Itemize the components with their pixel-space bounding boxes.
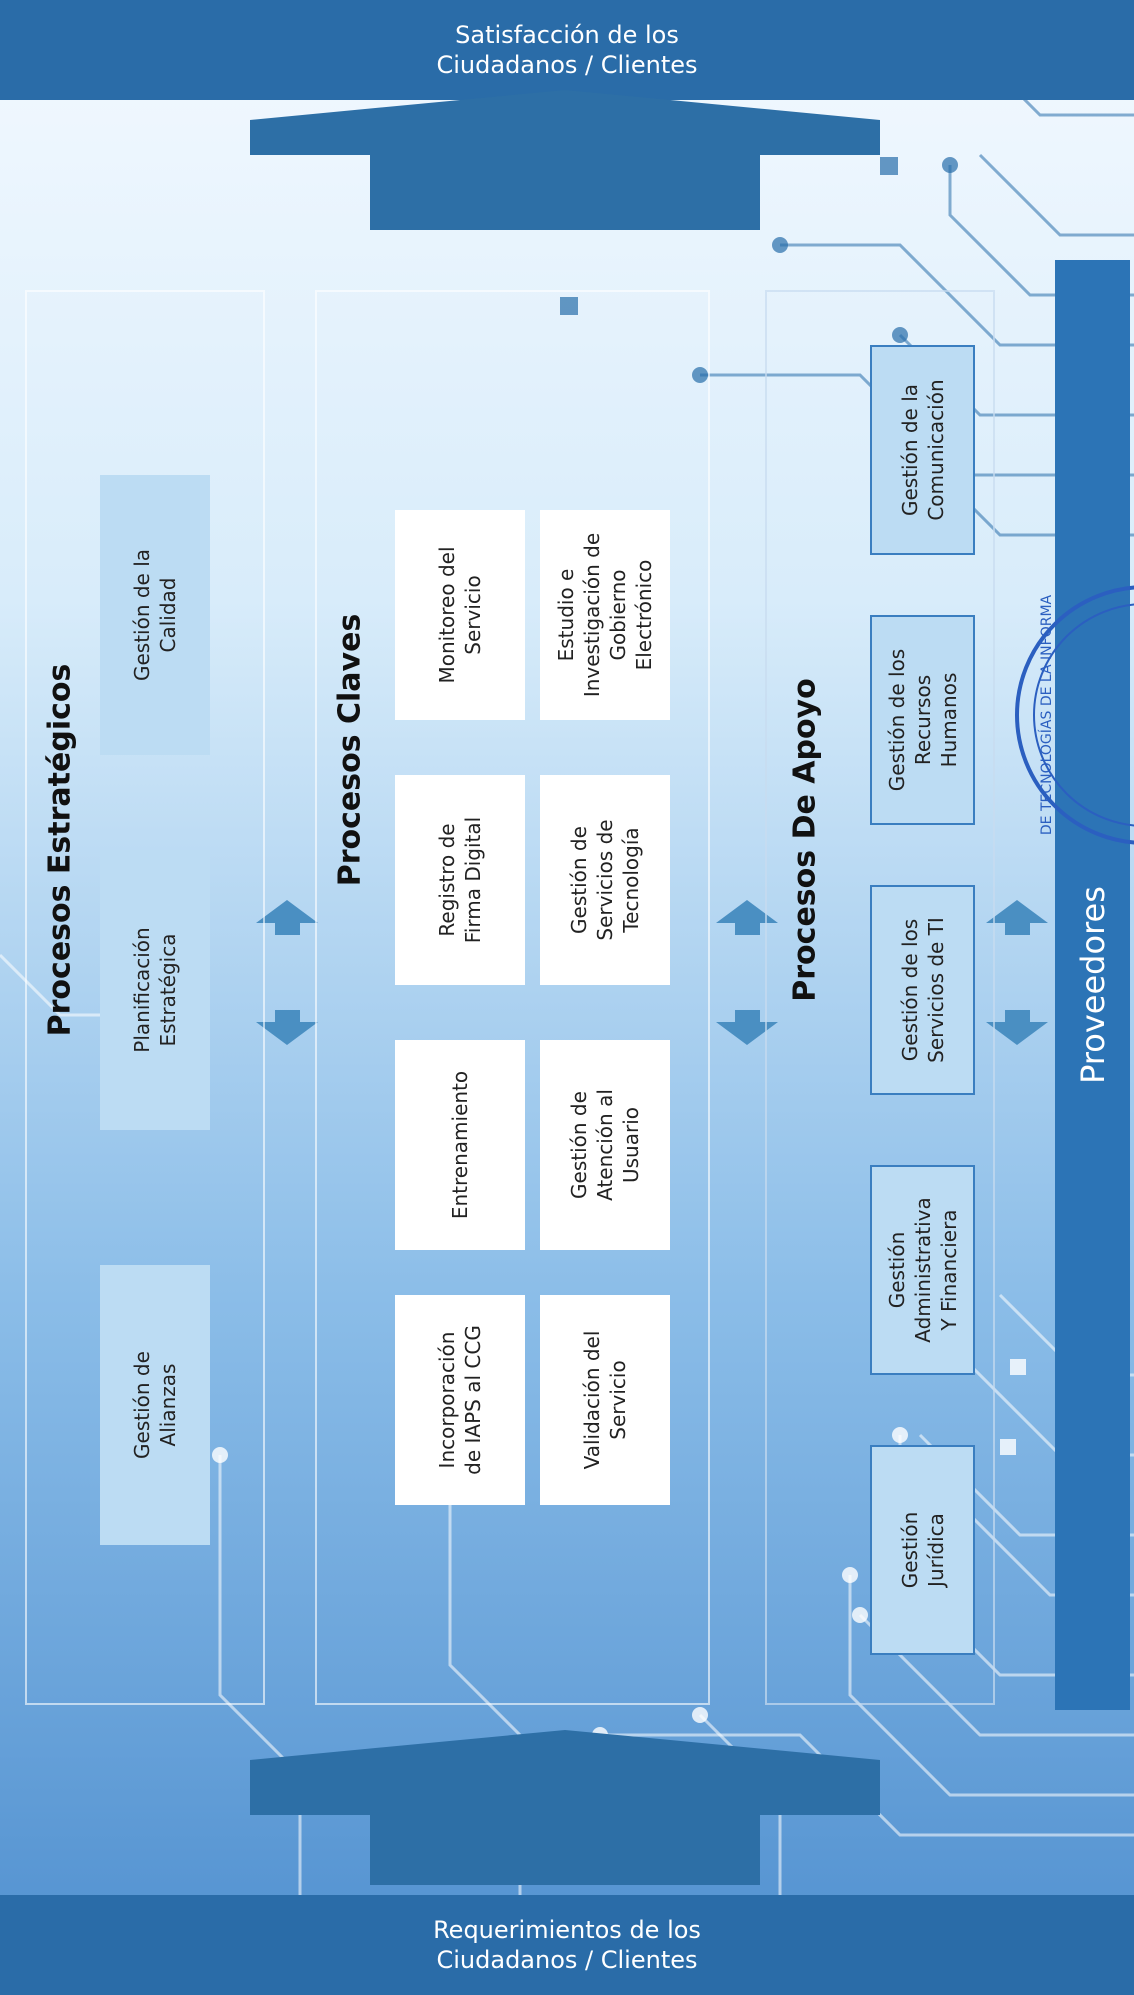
arrow-right-icon (716, 900, 778, 935)
arrow-left-icon (986, 1010, 1048, 1045)
arrow-left-icon (256, 1010, 318, 1045)
suppliers-label: Proveedores (1073, 886, 1112, 1084)
support-box-admin: Gestión Administrativa Y Financiera (870, 1165, 975, 1375)
strategic-title: Procesos Estratégicos (42, 663, 78, 1037)
input-arrow (250, 1730, 880, 1885)
quality-label: Gestión de la Calidad (130, 548, 180, 682)
quality-box: Gestión de la Calidad (100, 475, 210, 755)
support-box-communication: Gestión de la Comunicación (870, 345, 975, 555)
key-box-signature: Registro de Firma Digital (395, 775, 525, 985)
key-box-training: Entrenamiento (395, 1040, 525, 1250)
planning-label: Planificación Estratégica (130, 927, 180, 1053)
alliances-box: Gestión de Alianzas (100, 1265, 210, 1545)
arrow-right-icon (986, 900, 1048, 935)
output-arrow (250, 90, 880, 230)
key-box-attention: Gestión de Atención al Usuario (540, 1040, 670, 1250)
key-box-iaps: Incorporación de IAPS al CCG (395, 1295, 525, 1505)
key-box-tech-services: Gestión de Servicios de Tecnología (540, 775, 670, 985)
alliances-label: Gestión de Alianzas (130, 1351, 180, 1459)
arrow-left-icon (716, 1010, 778, 1045)
arrow-right-icon (256, 900, 318, 935)
suppliers-bar: Proveedores (1055, 260, 1130, 1710)
planning-box: Planificación Estratégica (100, 850, 210, 1130)
key-box-research: Estudio e Investigación de Gobierno Elec… (540, 510, 670, 720)
support-box-legal: Gestión Jurídica (870, 1445, 975, 1655)
key-box-validation: Validación del Servicio (540, 1295, 670, 1505)
support-box-hr: Gestión de los Recursos Humanos (870, 615, 975, 825)
support-box-it: Gestión de los Servicios de TI (870, 885, 975, 1095)
key-title: Procesos Claves (332, 613, 368, 887)
key-box-monitoring: Monitoreo del Servicio (395, 510, 525, 720)
support-title: Procesos De Apoyo (787, 678, 823, 1002)
